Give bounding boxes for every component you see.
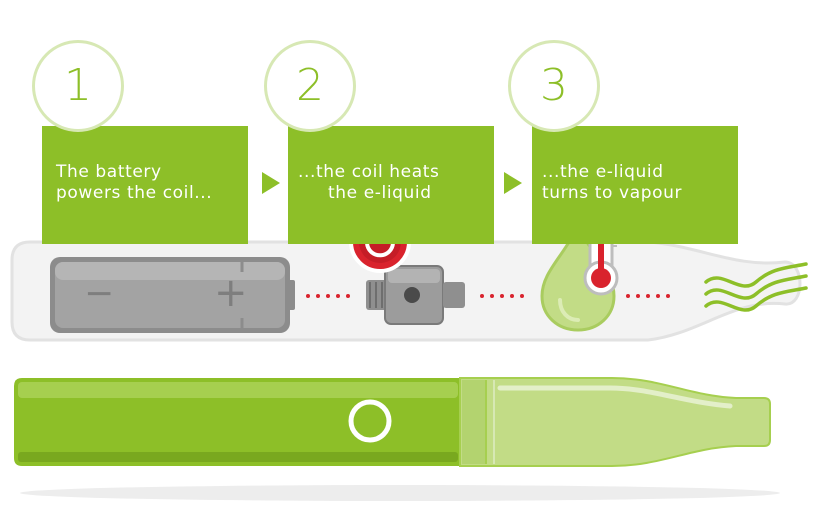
step-2-text: ...the coil heats the e-liquid bbox=[298, 162, 440, 203]
e-cig-device bbox=[14, 377, 780, 501]
dotted-connector-1 bbox=[306, 294, 350, 298]
arrow-right-icon bbox=[262, 172, 280, 194]
battery-minus-sign: − bbox=[84, 273, 115, 314]
step-1-circle: 1 bbox=[32, 40, 124, 132]
step-box-1: The battery powers the coil... bbox=[42, 126, 248, 244]
coil-icon bbox=[366, 265, 465, 325]
step-3-number: 3 bbox=[540, 60, 568, 111]
step-2-circle: 2 bbox=[264, 40, 356, 132]
step-box-3: ...the e-liquid turns to vapour bbox=[532, 126, 738, 244]
step-1-number: 1 bbox=[64, 60, 92, 111]
battery-icon bbox=[50, 257, 295, 333]
step-3-circle: 3 bbox=[508, 40, 600, 132]
battery-plus-sign: + bbox=[214, 270, 248, 316]
step-2-number: 2 bbox=[296, 60, 324, 111]
arrow-right-icon bbox=[504, 172, 522, 194]
dotted-connector-3 bbox=[626, 294, 670, 298]
step-1-text: The battery powers the coil... bbox=[56, 162, 213, 203]
dotted-connector-2 bbox=[480, 294, 524, 298]
vapour-icon bbox=[704, 262, 808, 312]
step-box-2: ...the coil heats the e-liquid bbox=[288, 126, 494, 244]
step-3-text: ...the e-liquid turns to vapour bbox=[542, 162, 683, 203]
